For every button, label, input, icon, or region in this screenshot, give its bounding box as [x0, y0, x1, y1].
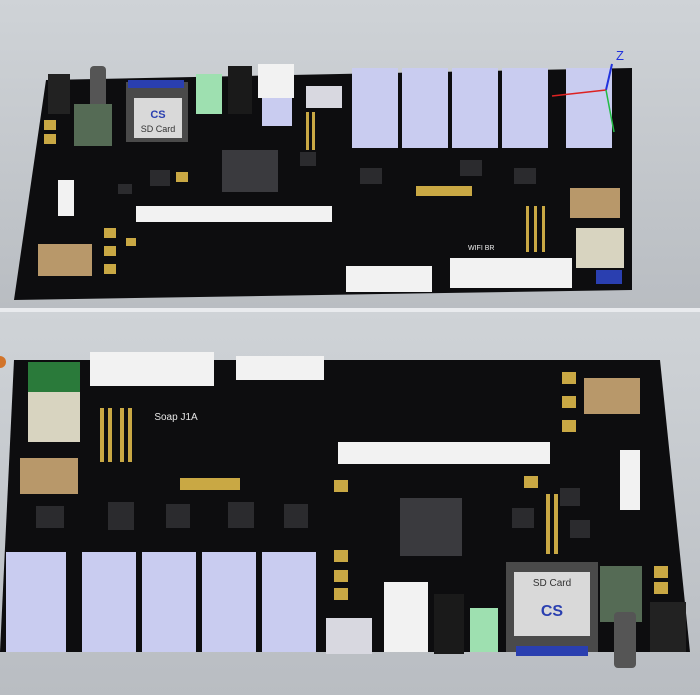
audio-jack-green [196, 74, 222, 114]
bottom-view-panel: Soap J1A [0, 312, 700, 695]
sd-logo-bottom: CS [541, 603, 564, 620]
mpcie-connector-bottom [90, 352, 214, 386]
silkscreen-label: Soap J1A [154, 412, 198, 423]
smd-pads-bottom [334, 372, 668, 600]
so-dimm-slot-bottom [338, 442, 550, 464]
battery-holder [74, 104, 112, 146]
sd-card-edge-bottom [516, 646, 588, 656]
rj45-port-1 [352, 68, 398, 148]
sd-card-label [134, 98, 182, 138]
usb-port-bottom [384, 582, 428, 652]
axis-x-line [551, 89, 607, 97]
sd-logo: CS [150, 109, 165, 121]
rj45-port-3 [452, 68, 498, 148]
small-chips-bottom [36, 488, 590, 538]
sd-card-text-bottom: SD Card [533, 578, 571, 589]
audio-jack-green-bottom [470, 608, 498, 652]
dc-jack [48, 74, 70, 114]
rj45-bottom-4 [202, 552, 256, 652]
power-switch [90, 66, 106, 110]
hdmi-port [306, 86, 342, 108]
axis-y-line [605, 89, 615, 133]
usb-port-base [262, 98, 292, 126]
smd-pads [44, 120, 188, 274]
gold-module-left [38, 244, 92, 276]
main-soc [222, 150, 278, 192]
hdmi-port-bottom [326, 618, 372, 654]
rj45-bottom-1 [6, 552, 66, 652]
main-soc-bottom [400, 498, 462, 556]
top-board-render: CS SD Card [14, 48, 632, 300]
rj45-port-5 [566, 68, 612, 148]
rj45-row-bottom [6, 552, 316, 652]
wifi-module [576, 228, 624, 268]
audio-jack-black-bottom [434, 594, 464, 654]
sd-card-label-bottom [514, 572, 590, 636]
gold-module-bottom-left [20, 458, 78, 494]
power-switch-bottom [614, 612, 636, 668]
sd-card-text: SD Card [141, 124, 176, 134]
corner-marker [0, 356, 6, 368]
header-pins-bottom [100, 408, 558, 554]
rj45-row [352, 68, 612, 148]
white-header-bottom [620, 450, 640, 510]
small-chips [118, 152, 536, 194]
white-header [58, 180, 74, 216]
pcie-connector [346, 266, 432, 292]
chip-silk-text: WIFI BR [468, 245, 494, 252]
audio-jack-black [228, 66, 252, 114]
axis-z-line [605, 63, 613, 91]
wifi-module-pcb [28, 362, 80, 392]
sd-card-edge [128, 80, 184, 88]
view-separator [0, 308, 700, 312]
wifi-module-base [596, 270, 622, 284]
rj45-port-2 [402, 68, 448, 148]
bottom-board-render: Soap J1A [0, 352, 690, 668]
axis-z-label: Z [616, 48, 624, 63]
pcie-connector-bottom [236, 356, 324, 380]
usb-port-top [258, 64, 294, 98]
gold-module-right [570, 188, 620, 218]
wifi-module-shield [28, 392, 80, 442]
so-dimm-slot [136, 206, 332, 222]
dc-jack-bottom [650, 602, 686, 652]
rj45-bottom-2 [82, 552, 136, 652]
rj45-bottom-5 [262, 552, 316, 652]
rj45-bottom-3 [142, 552, 196, 652]
rj45-port-4 [502, 68, 548, 148]
header-pins [306, 112, 545, 252]
mpcie-connector [450, 258, 572, 288]
gold-module-bottom-right [584, 378, 640, 414]
top-view-panel: CS SD Card [0, 0, 700, 308]
